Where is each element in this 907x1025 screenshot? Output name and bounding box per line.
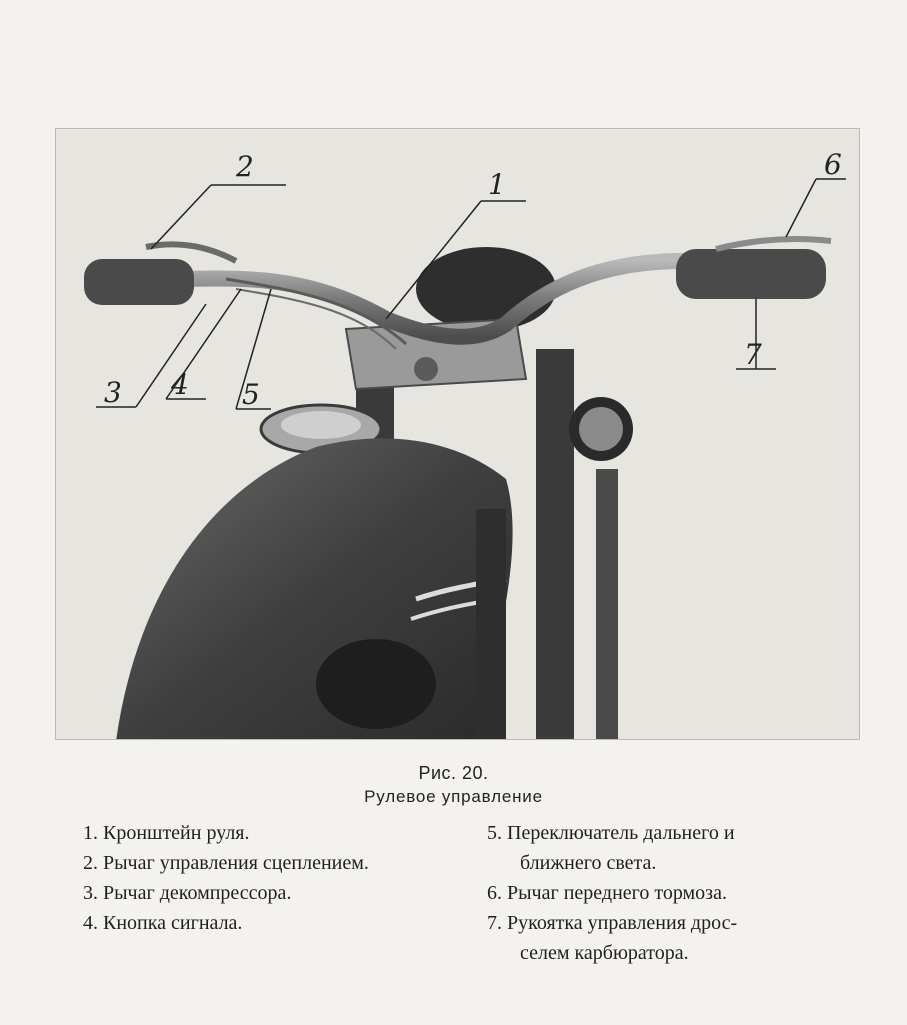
callout-6: 6 [824, 148, 842, 181]
figure-photo: 1 2 3 4 5 6 7 [55, 128, 860, 740]
motorcycle-handlebar-illustration [56, 129, 859, 739]
legend-right-column: 5. Переключатель дальнего и ближнего све… [487, 818, 877, 968]
callout-2: 2 [236, 150, 254, 183]
callout-4: 4 [171, 368, 189, 401]
callout-5: 5 [242, 378, 260, 411]
legend-item-3: 3. Рычаг декомпрессора. [83, 882, 292, 904]
legend-item-7: 7. Рукоятка управления дрос- [487, 912, 738, 934]
legend-item-6: 6. Рычаг переднего тормоза. [487, 882, 727, 904]
legend-item-2: 2. Рычаг управления сцеплением. [83, 852, 369, 874]
legend-item-7-continued: селем карбюратора. [520, 942, 689, 964]
callout-3: 3 [104, 376, 122, 409]
callout-7: 7 [744, 338, 762, 371]
legend-left-column: 1. Кронштейн руля. 2. Рычаг управления с… [83, 818, 483, 938]
legend-item-5: 5. Переключатель дальнего и [487, 822, 735, 844]
legend-item-1: 1. Кронштейн руля. [83, 822, 250, 844]
legend-item-5-continued: ближнего света. [520, 852, 657, 874]
legend-item-4: 4. Кнопка сигнала. [83, 912, 243, 934]
callout-1: 1 [488, 168, 506, 201]
figure-number: Рис. 20. [418, 763, 489, 783]
figure-title: Рулевое управление [364, 787, 543, 806]
